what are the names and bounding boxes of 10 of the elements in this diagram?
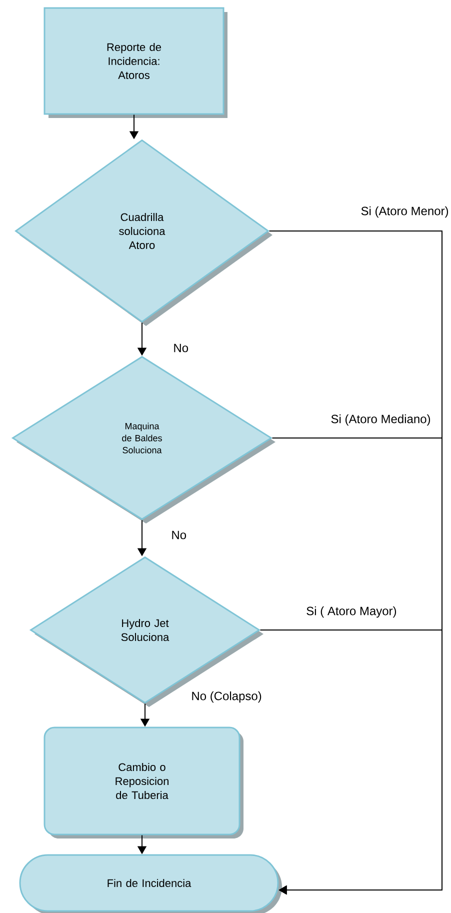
terminal-box: Fin de Incidencia [19,854,279,912]
edge-label: No [174,344,188,352]
arrow [260,630,442,895]
edge-label: No (Colapso) [192,691,262,703]
process-box: Cambio o Reposicion de Tuberia [44,726,240,836]
edge-label: Si (Atoro Menor) [361,206,448,218]
edge-label: No [172,530,186,540]
process-box: Reporte de Incidencia: Atoros [44,7,224,115]
edge-label: Si (Atoro Mediano) [331,414,430,426]
edge-label: Si ( Atoro Mayor) [306,606,396,618]
